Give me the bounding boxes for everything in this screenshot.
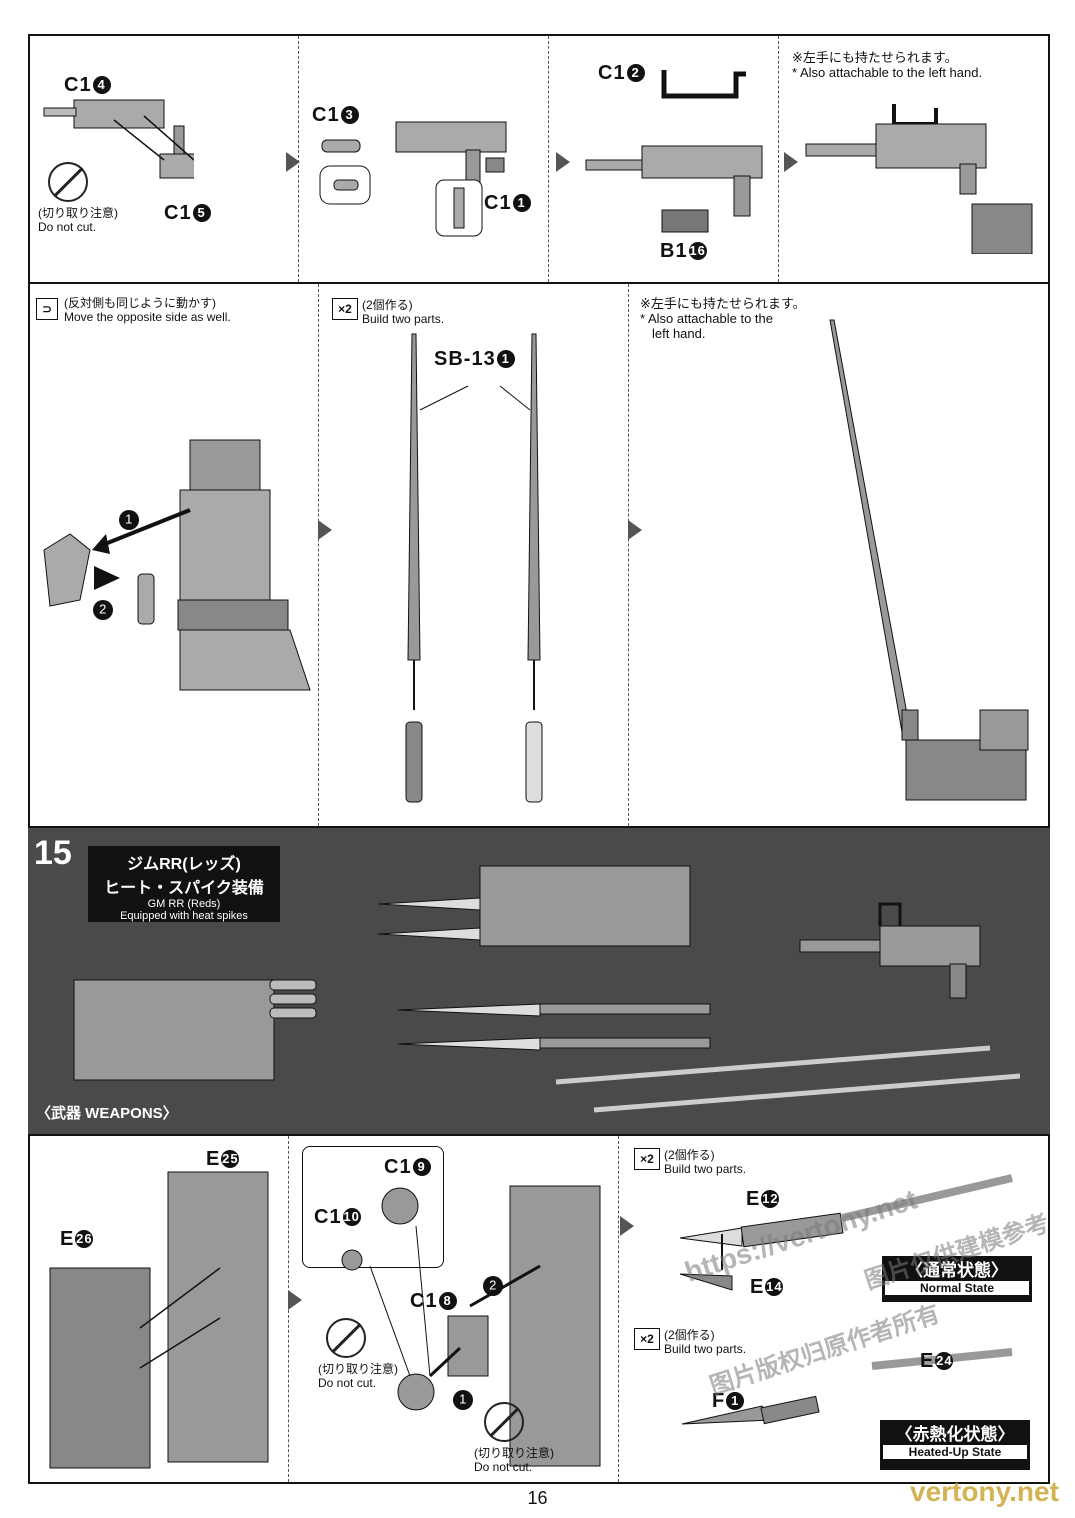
- vdivider: [548, 36, 549, 282]
- vdivider: [318, 284, 319, 826]
- weapons-label: 〈武器 WEAPONS〉: [36, 1105, 178, 1122]
- cut-caution-note: (切り取り注意)Do not cut.: [38, 206, 118, 234]
- vdivider: [628, 284, 629, 826]
- page-frame: [28, 34, 1050, 1484]
- heat-spike-rods-illustration: [405, 333, 543, 803]
- do-not-cut-icon: [484, 1402, 524, 1442]
- vdivider: [778, 36, 779, 282]
- page-number: 16: [527, 1488, 548, 1508]
- vdivider: [618, 1136, 619, 1482]
- do-not-cut-icon: [326, 1318, 366, 1358]
- do-not-cut-icon: [48, 162, 88, 202]
- leg-illustration: [43, 439, 311, 691]
- gun-assembly-illustration: [43, 99, 194, 179]
- flow-arrow: [286, 152, 300, 172]
- flow-arrow: [620, 1216, 634, 1236]
- heat-spike-states-illustration: [679, 1174, 1013, 1425]
- hinge-assembly-illustration: [341, 1185, 601, 1467]
- detail-callout: [302, 1146, 444, 1268]
- shield-halves-illustration: [49, 1171, 269, 1469]
- normal-state-badge: 〈通常状態〉 Normal State: [882, 1256, 1032, 1302]
- gun-in-hand-illustration: [805, 104, 1033, 254]
- gun-assembly-illustration: [585, 70, 763, 233]
- symmetry-icon: ⊃: [36, 298, 58, 320]
- spike-in-hand-illustration: [829, 319, 1029, 801]
- build-two-note: (2個作る)Build two parts.: [664, 1148, 747, 1176]
- flow-arrow: [288, 1290, 302, 1310]
- divider-bottom: [28, 1134, 1050, 1136]
- weapons-illustration: [73, 865, 1020, 1113]
- step15-title: ジムRR(レッズ) ヒート・スパイク装備 GM RR (Reds) Equipp…: [88, 846, 280, 922]
- cut-caution-note: (切り取り注意)Do not cut.: [318, 1362, 398, 1390]
- x2-icon: ×2: [634, 1148, 660, 1170]
- cut-caution-note: (切り取り注意)Do not cut.: [474, 1446, 554, 1474]
- opposite-side-note: (反対側も同じように動かす)Move the opposite side as …: [64, 296, 231, 324]
- x2-icon: ×2: [332, 298, 358, 320]
- flow-arrow: [556, 152, 570, 172]
- build-two-note: (2個作る)Build two parts.: [664, 1328, 747, 1356]
- gun-assembly-illustration: [319, 121, 507, 237]
- flow-arrow: [784, 152, 798, 172]
- build-two-note: (2個作る)Build two parts.: [362, 298, 445, 326]
- divider-top: [28, 282, 1050, 284]
- flow-arrow: [318, 520, 332, 540]
- divider-middle: [28, 826, 1050, 828]
- heated-state-badge: 〈赤熱化状態〉 Heated-Up State: [880, 1420, 1030, 1470]
- step-number: 15: [34, 834, 72, 872]
- flow-arrow: [628, 520, 642, 540]
- left-hand-note: ※左手にも持たせられます。* Also attachable to the le…: [792, 50, 983, 80]
- watermark: vertony.net: [910, 1476, 1059, 1507]
- x2-icon: ×2: [634, 1328, 660, 1350]
